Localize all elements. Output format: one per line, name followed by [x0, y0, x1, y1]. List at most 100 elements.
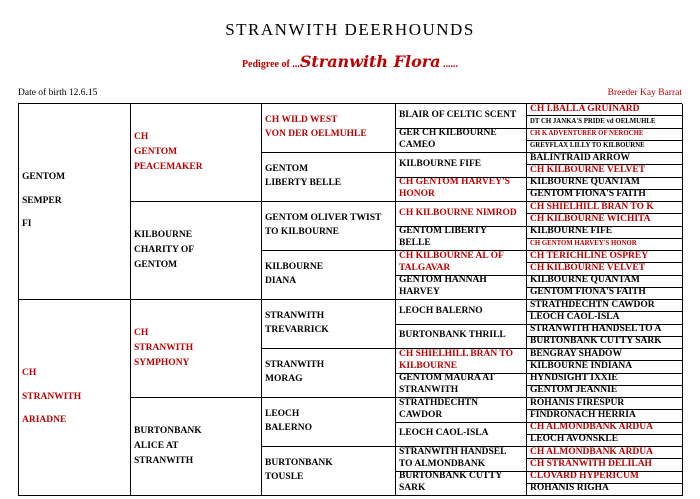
pedigree-cell-gen3-2: GENTOM LIBERTY BELLE: [262, 153, 396, 202]
pedigree-cell-gen5-2: DT CH JANKA'S PRIDE vd OELMUHLE: [527, 116, 683, 129]
dog-name: CH GENTOM HARVEY'S HONOR: [399, 177, 510, 200]
pedigree-cell-gen3-4: KILBOURNE DIANA: [262, 251, 396, 300]
dog-name: BURTONBANK ALICE AT STRANWITH: [134, 425, 202, 467]
dog-name: LEOCH BALERNO: [265, 409, 312, 433]
pedigree-cell-gen3-8: BURTONBANK TOUSLE: [262, 447, 396, 496]
pedigree-cell-gen5-5: BALINTRAID ARROW: [527, 153, 683, 166]
dog-name: CH SHIELHILL BRAN TO KILBOURNE: [399, 349, 513, 371]
pedigree-cell-gen5-6: CH KILBOURNE VELVET: [527, 165, 683, 178]
pedigree-cell-gen4-12: GENTOM MAURA AT STRANWITH: [396, 373, 527, 398]
pedigree-cell-gen3-5: STRANWITH TREVARRICK: [262, 300, 396, 349]
dog-name: LEOCH BALERNO: [399, 305, 483, 316]
pedigree-cell-gen4-2: GER CH KILBOURNE CAMEO: [396, 128, 527, 153]
dog-name: FINDRONACH HERRIA: [530, 410, 636, 420]
pedigree-cell-gen2-3: CH STRANWITH SYMPHONY: [131, 300, 262, 398]
dog-name: CH TERICHLINE OSPREY: [530, 251, 649, 261]
dog-name: KILBOURNE FIFE: [530, 226, 613, 237]
dog-name: CH KILBOURNE WICHITA: [530, 214, 651, 224]
pedigree-cell-gen5-21: BENGRAY SHADOW: [527, 349, 683, 362]
dog-name: GENTOM FIONA'S FAITH: [530, 287, 646, 298]
dog-name: CH SHIELHILL BRAN TO K: [530, 202, 654, 212]
dog-name: CH KILBOURNE AL OF TALGAVAR: [399, 251, 504, 273]
dog-name: GENTOM LIBERTY BELLE: [399, 226, 487, 249]
dog-name: KILBOURNE CHARITY OF GENTOM: [134, 229, 195, 271]
pedigree-cell-gen4-1: BLAIR OF CELTIC SCENT: [396, 104, 527, 129]
dog-name: CH KILBOURNE VELVET: [530, 263, 646, 273]
pedigree-cell-gen4-15: STRANWITH HANDSEL TO ALMONDBANK: [396, 447, 527, 472]
pedigree-cell-gen5-26: FINDRONACH HERRIA: [527, 410, 683, 423]
pedigree-cell-gen5-27: CH ALMONDBANK ARDUA: [527, 422, 683, 435]
pedigree-cell-gen5-3: CH K ADVENTURER OF NEROCHE: [527, 128, 683, 141]
pedigree-cell-gen5-14: CH KILBOURNE VELVET: [527, 263, 683, 276]
breeder-label: Breeder Kay Barrat: [607, 88, 682, 98]
dog-name: CH ALMONDBANK ARDUA: [530, 447, 653, 457]
dog-name: BLAIR OF CELTIC SCENT: [399, 109, 517, 120]
dog-name: STRANWITH MORAG: [265, 360, 325, 384]
dog-name: GER CH KILBOURNE CAMEO: [399, 128, 497, 151]
pedigree-cell-gen3-7: LEOCH BALERNO: [262, 398, 396, 447]
pedigree-cell-gen2-1: CH GENTOM PEACEMAKER: [131, 104, 262, 202]
pedigree-cell-gen5-23: HYNDSIGHT IXXIE: [527, 373, 683, 386]
pedigree-cell-gen4-3: KILBOURNE FIFE: [396, 153, 527, 178]
pedigree-subtitle-prefix: Pedigree of ...: [241, 59, 300, 70]
dog-name: STRANWITH HANDSEL TO ALMONDBANK: [399, 447, 507, 469]
pedigree-cell-gen4-16: BURTONBANK CUTTY SARK: [396, 471, 527, 496]
pedigree-cell-gen5-7: KILBOURNE QUANTAM: [527, 177, 683, 190]
pedigree-cell-gen5-11: KILBOURNE FIFE: [527, 226, 683, 239]
pedigree-cell-gen5-12: CH GENTOM HARVEY'S HONOR: [527, 238, 683, 251]
pedigree-table: GENTOM SEMPER FI CH STRANWITH ARIADNE CH G…: [18, 103, 683, 496]
pedigree-cell-gen4-14: LEOCH CAOL-ISLA: [396, 422, 527, 447]
pedigree-cell-gen5-8: GENTOM FIONA'S FAITH: [527, 189, 683, 202]
pedigree-cell-gen5-22: KILBOURNE INDIANA: [527, 361, 683, 374]
dog-name: BALINTRAID ARROW: [530, 153, 631, 163]
pedigree-cell-gen5-4: GREYFLAX LILLY TO KILBOURNE: [527, 140, 683, 153]
pedigree-dog-name: Stranwith Flora: [299, 52, 441, 71]
dog-name: CH STRANWITH ARIADNE: [22, 367, 82, 426]
dog-name: GENTOM FIONA'S FAITH: [530, 189, 646, 200]
pedigree-cell-gen5-29: CH ALMONDBANK ARDUA: [527, 447, 683, 460]
dog-name: BENGRAY SHADOW: [530, 349, 622, 359]
dog-name: BURTONBANK TOUSLE: [265, 458, 333, 482]
pedigree-cell-gen4-10: BURTONBANK THRILL: [396, 324, 527, 349]
dog-name: CH WILD WEST VON DER OELMUHLE: [265, 115, 367, 139]
dog-name: STRATHDECHTN CAWDOR: [530, 300, 655, 310]
pedigree-cell-gen5-30: CH STRANWITH DELILAH: [527, 459, 683, 472]
dog-name: LEOCH AVONSKLE: [530, 434, 619, 445]
pedigree-cell-gen3-6: STRANWITH MORAG: [262, 349, 396, 398]
dog-name: STRATHDECHTN CAWDOR: [399, 398, 479, 420]
pedigree-cell-gen5-10: CH KILBOURNE WICHITA: [527, 214, 683, 227]
pedigree-cell-gen5-17: STRATHDECHTN CAWDOR: [527, 300, 683, 313]
dog-name: GENTOM MAURA AT STRANWITH: [399, 373, 495, 396]
dog-name: CH ALMONDBANK ARDUA: [530, 422, 653, 433]
pedigree-cell-gen5-24: GENTOM JEANNIE: [527, 385, 683, 398]
dog-name: CH I.BALLA GRUINARD: [530, 104, 640, 114]
dog-name: GENTOM SEMPER FI: [22, 171, 66, 230]
dog-name: STRANWITH TREVARRICK: [265, 311, 329, 335]
pedigree-cell-gen5-19: STRANWITH HANDSEL TO A: [527, 324, 683, 337]
pedigree-cell-gen5-28: LEOCH AVONSKLE: [527, 434, 683, 447]
pedigree-cell-gen4-9: LEOCH BALERNO: [396, 300, 527, 325]
pedigree-cell-gen4-8: GENTOM HANNAH HARVEY: [396, 275, 527, 300]
dog-name: GREYFLAX LILLY TO KILBOURNE: [530, 142, 645, 150]
pedigree-cell-gen5-18: LEOCH CAOL-ISLA: [527, 312, 683, 325]
dog-name: LEOCH CAOL-ISLA: [530, 312, 620, 322]
dog-name: CH GENTOM HARVEY'S HONOR: [530, 240, 637, 248]
dog-name: GENTOM LIBERTY BELLE: [265, 164, 342, 188]
pedigree-cell-gen5-20: BURTONBANK CUTTY SARK: [527, 336, 683, 349]
dog-name: KILBOURNE DIANA: [265, 262, 324, 286]
pedigree-cell-gen5-16: GENTOM FIONA'S FAITH: [527, 287, 683, 300]
pedigree-cell-gen2-4: BURTONBANK ALICE AT STRANWITH: [131, 398, 262, 496]
dog-name: LEOCH CAOL-ISLA: [399, 428, 489, 439]
dog-name: KILBOURNE QUANTAM: [530, 177, 640, 188]
date-of-birth-label: Date of birth 12.6.15: [18, 88, 98, 98]
pedigree-cell-gen4-6: GENTOM LIBERTY BELLE: [396, 226, 527, 251]
pedigree-cell-gen4-13: STRATHDECHTN CAWDOR: [396, 398, 527, 423]
dog-name: ROHANIS FIRESPUR: [530, 398, 625, 408]
dog-name: BURTONBANK CUTTY SARK: [530, 336, 662, 347]
dog-name: CH KILBOURNE VELVET: [530, 165, 646, 175]
dog-name: CLOVARD HYPERICUM: [530, 471, 639, 482]
dog-name: HYNDSIGHT IXXIE: [530, 373, 618, 384]
pedigree-cell-gen3-1: CH WILD WEST VON DER OELMUHLE: [262, 104, 396, 153]
pedigree-cell-gen4-4: CH GENTOM HARVEY'S HONOR: [396, 177, 527, 202]
pedigree-cell-gen4-7: CH KILBOURNE AL OF TALGAVAR: [396, 251, 527, 276]
